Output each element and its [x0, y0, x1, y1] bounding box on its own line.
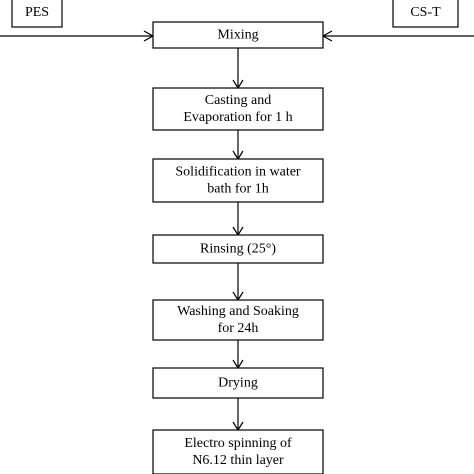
arrow-pes-to-mixing: [0, 30, 155, 42]
step-washing-label: Washing and Soaking: [177, 304, 299, 319]
step-rinsing-label: Rinsing (25°): [200, 242, 276, 257]
step-washing: Washing and Soaking for 24h: [152, 299, 324, 341]
input-cst-label: CS-T: [410, 5, 441, 20]
input-cst: CS-T: [392, 0, 459, 28]
input-cst-box: [392, 0, 459, 28]
step-washing-label: for 24h: [218, 321, 259, 336]
step-mixing: Mixing: [152, 21, 324, 49]
input-pes-box: [11, 0, 63, 28]
arrow-washing-to-drying: [232, 340, 244, 370]
step-casting-box: [152, 87, 324, 131]
step-electrospinning-box: [152, 429, 324, 474]
step-mixing-box: [152, 21, 324, 49]
arrow-drying-to-electrospinning: [232, 398, 244, 432]
step-mixing-label: Mixing: [217, 28, 258, 43]
step-solidification-label: bath for 1h: [207, 182, 268, 197]
step-solidification-box: [152, 158, 324, 203]
arrow-solidification-to-rinsing: [232, 202, 244, 237]
step-rinsing: Rinsing (25°): [152, 234, 324, 264]
input-pes: PES: [11, 0, 63, 28]
step-rinsing-box: [152, 234, 324, 264]
step-solidification: Solidification in water bath for 1h: [152, 158, 324, 203]
step-electrospinning-label: N6.12 thin layer: [192, 453, 284, 468]
arrow-rinsing-to-washing: [232, 263, 244, 302]
step-casting-label: Casting and: [205, 93, 272, 108]
step-drying-box: [152, 367, 324, 399]
step-electrospinning: Electro spinning of N6.12 thin layer: [152, 429, 324, 474]
arrow-casting-to-solidification: [232, 130, 244, 161]
input-pes-label: PES: [25, 5, 49, 20]
step-drying-label: Drying: [218, 376, 258, 391]
arrow-mixing-to-casting: [232, 48, 244, 90]
step-washing-box: [152, 299, 324, 341]
step-solidification-label: Solidification in water: [175, 165, 301, 180]
arrow-cst-to-mixing: [321, 30, 474, 42]
step-casting-label: Evaporation for 1 h: [183, 110, 292, 125]
step-electrospinning-label: Electro spinning of: [184, 436, 292, 451]
step-drying: Drying: [152, 367, 324, 399]
